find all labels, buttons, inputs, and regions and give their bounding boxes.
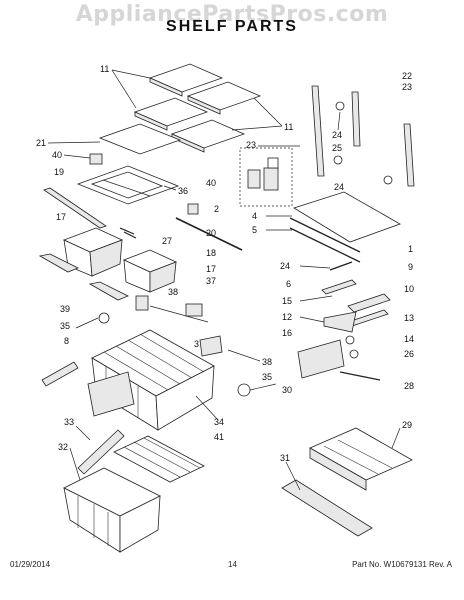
callout-5: 5 [252,225,257,235]
page-title: SHELF PARTS [166,18,298,35]
part-shelf-lower [170,119,246,153]
part-crisper-cover-frame [76,165,180,205]
callout-28: 28 [404,381,414,391]
part-slide-assembly [297,339,345,379]
callout-31: 31 [280,453,290,463]
part-shelf-upper [148,63,224,97]
callout-3: 3 [194,339,199,349]
callout-30: 30 [282,385,292,395]
callout-41: 41 [214,432,224,442]
callout-14: 14 [404,334,414,344]
part-handle-right [88,281,129,301]
part-shelf-left [133,97,209,131]
callout-1: 1 [408,244,413,254]
callout-11-right: 11 [284,122,293,132]
callout-35-b: 35 [262,372,272,382]
part-clip [89,153,103,165]
callout-4: 4 [252,211,257,221]
callout-2: 2 [214,204,219,214]
callout-32: 32 [58,442,68,452]
part-trim-strip [43,187,107,229]
part-deli-tray [309,427,413,491]
footer-page-number: 14 [228,560,237,569]
callout-13: 13 [404,313,414,323]
callout-23-top: 23 [402,82,412,92]
callout-40: 40 [52,150,62,160]
callout-18: 18 [206,248,216,258]
part-tray-lid [281,479,373,537]
callout-24-b: 24 [334,182,344,192]
callout-9: 9 [408,262,413,272]
callout-6: 6 [286,279,291,289]
callout-17: 17 [56,212,66,222]
callout-27: 27 [162,236,172,246]
callout-8: 8 [64,336,69,346]
part-rod [175,217,243,251]
callout-21: 21 [36,138,46,148]
part-screw-25 [333,155,343,165]
callout-12: 12 [282,312,292,322]
callout-36: 36 [178,186,188,196]
callout-20: 20 [206,228,216,238]
callout-10: 10 [404,284,414,294]
part-shelf-right [186,81,262,115]
part-screw-24b [383,175,393,185]
part-bracket-box [239,147,293,207]
part-glass-shelf-small [98,123,182,155]
part-wheel-35a [98,312,110,324]
part-divider [87,371,135,417]
part-glass-shelf-large [293,191,401,243]
callout-37: 37 [206,276,216,286]
part-wire-grid [113,435,205,483]
callout-23: 23 [246,140,256,150]
callout-29: 29 [402,420,412,430]
callout-16: 16 [282,328,292,338]
footer-date: 01/29/2014 [10,560,51,569]
callout-11: 11 [100,64,109,74]
callout-24: 24 [332,130,342,140]
part-drawer-slide [41,361,79,387]
part-wire-basket-lower [63,467,161,553]
callout-15: 15 [282,296,292,306]
callout-17-b: 17 [206,264,216,274]
callout-26: 26 [404,349,414,359]
part-crisper-pan-right [122,249,178,293]
callout-19: 19 [54,167,64,177]
callout-24-c: 24 [280,261,290,271]
callout-33: 33 [64,417,74,427]
part-vertical-rails [311,85,415,187]
footer-part-number: Part No. W10679131 Rev. A [352,560,452,569]
callout-25: 25 [332,143,342,153]
watermark: AppliancePartsPros.com [75,2,389,27]
part-clip-small [187,203,199,215]
part-roller-bar [77,429,125,475]
part-wheel-35b [237,383,251,397]
callout-38-b: 38 [262,357,272,367]
callout-22: 22 [402,71,412,81]
callout-39: 39 [60,304,70,314]
callout-35: 35 [60,321,70,331]
part-handle-left [38,253,79,273]
callout-34: 34 [214,417,224,427]
part-screw-24 [335,101,345,111]
callout-38: 38 [168,287,178,297]
part-slide-rail [329,261,353,271]
callout-40-small: 40 [206,178,216,188]
